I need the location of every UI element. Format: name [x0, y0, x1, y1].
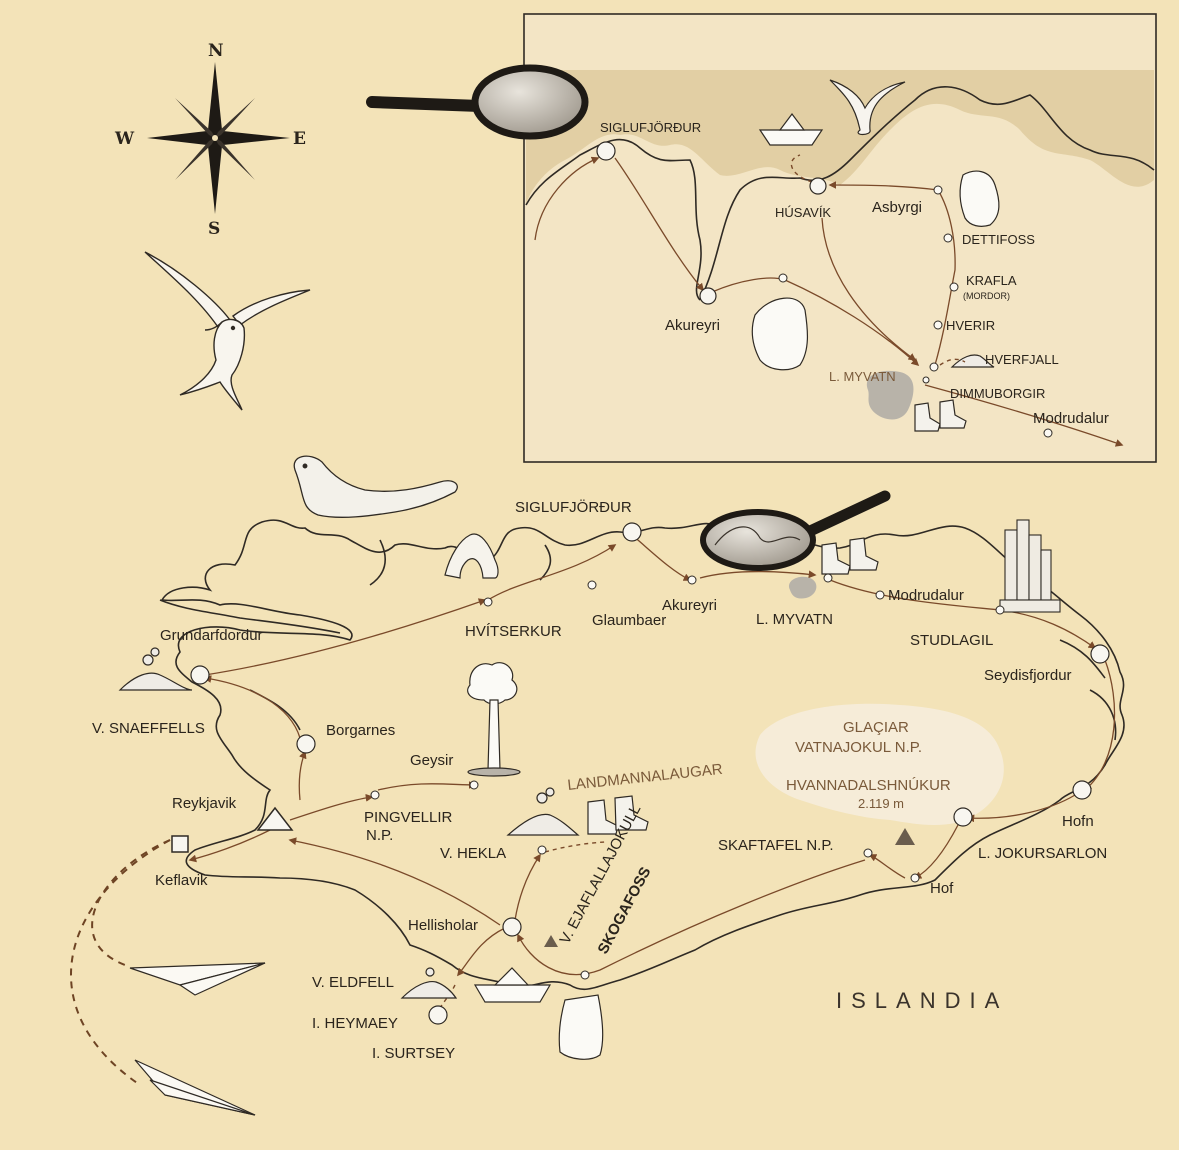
label-heymaey: I. HEYMAEY	[312, 1015, 398, 1032]
geyser-icon	[467, 662, 521, 777]
label-grundarfjordur: Grundarfdordur	[160, 627, 263, 644]
volcano-icon	[950, 354, 995, 368]
volcano-icon	[400, 967, 458, 999]
label-keflavik: Keflavik	[155, 872, 208, 889]
hiking-boots-icon	[587, 795, 649, 835]
magnifying-glass-icon	[366, 64, 589, 140]
inset-label-dettifoss: DETTIFOSS	[962, 232, 1035, 247]
volcano-icon	[506, 787, 580, 836]
basalt-column-icon	[999, 519, 1061, 613]
label-vatnajokull: VATNAJOKUL N.P.	[795, 739, 922, 756]
magnifying-glass-icon	[700, 490, 891, 571]
label-myvatn: L. MYVATN	[756, 611, 833, 628]
inset-map: SIGLUFJÖRÐUR HÚSAVÍK Asbyrgi DETTIFOSS K…	[523, 13, 1157, 463]
summit-icon	[895, 828, 915, 845]
label-glaumbaer: Glaumbaer	[592, 612, 666, 629]
waterfall-icon	[751, 297, 808, 371]
whale-tail-icon	[829, 79, 906, 136]
label-pingvellir: PINGVELLIR	[364, 809, 453, 826]
summit-icon	[544, 935, 558, 947]
inset-label-husavik: HÚSAVÍK	[775, 205, 831, 220]
inset-label-dimmuborgir: DIMMUBORGIR	[950, 386, 1045, 401]
inset-label-akureyri: Akureyri	[665, 317, 720, 334]
label-snaefells: V. SNAEFFELLS	[92, 720, 205, 737]
label-studlagil: STUDLAGIL	[910, 632, 993, 649]
route-lines	[188, 534, 1116, 1009]
label-skaftafell: SKAFTAFEL N.P.	[718, 837, 834, 854]
inset-label-hverir: HVERIR	[946, 318, 995, 333]
label-eldfell: V. ELDFELL	[312, 974, 394, 991]
volcano-icon	[118, 647, 193, 691]
arctic-tern-icon	[144, 251, 311, 411]
label-glaciar: GLAÇIAR	[843, 719, 909, 736]
compass-south: S	[208, 219, 220, 239]
label-seydisfjordur: Seydisfjordur	[984, 667, 1072, 684]
hiking-boots-icon	[821, 537, 879, 575]
label-hellisholar: Hellisholar	[408, 917, 478, 934]
inset-label-siglufjordur: SIGLUFJÖRÐUR	[600, 120, 701, 135]
city-markers	[171, 522, 1110, 1025]
label-reykjavik: Reykjavik	[172, 795, 237, 812]
vatnajokull-glacier	[755, 703, 1004, 825]
lake-myvatn-inset	[866, 370, 914, 420]
inset-label-hverfjall: HVERFJALL	[985, 352, 1059, 367]
label-surtsey: I. SURTSEY	[372, 1045, 455, 1062]
label-modrudalur: Modrudalur	[888, 587, 964, 604]
inset-label-asbyrgi: Asbyrgi	[872, 199, 922, 216]
compass-north: N	[208, 41, 224, 61]
flight-path	[70, 839, 171, 1086]
waterfall-icon	[558, 994, 604, 1060]
waterfall-icon	[959, 170, 1000, 227]
label-geysir: Geysir	[410, 752, 453, 769]
inset-label-mordor: (MORDOR)	[963, 291, 1010, 301]
label-hekla: V. HEKLA	[440, 845, 506, 862]
seal-icon	[293, 455, 458, 518]
compass-west: W	[114, 129, 135, 149]
label-hvitserkur: HVÍTSERKUR	[465, 623, 562, 640]
label-pingvellir-np: N.P.	[366, 827, 393, 844]
paper-plane-icon	[129, 962, 266, 996]
inset-label-myvatn: L. MYVATN	[829, 369, 896, 384]
paper-plane-icon	[134, 1059, 256, 1116]
country-name: ISLANDIA	[836, 988, 1008, 1013]
paper-boat-icon	[758, 113, 824, 146]
label-hof: Hof	[930, 880, 954, 897]
label-borgarnes: Borgarnes	[326, 722, 395, 739]
rock-arch-icon	[444, 533, 499, 579]
label-landmannalaugar: LANDMANNALAUGAR	[567, 761, 724, 794]
inset-label-modrudalur: Modrudalur	[1033, 410, 1109, 427]
hiking-boots-icon	[914, 399, 967, 432]
label-jokulsarlon: L. JOKURSARLON	[978, 845, 1107, 862]
label-akureyri: Akureyri	[662, 597, 717, 614]
compass-east: E	[293, 129, 306, 149]
label-elevation: 2.119 m	[858, 796, 904, 811]
compass-rose-icon	[147, 62, 290, 214]
flight-path	[91, 839, 171, 966]
label-hofn: Hofn	[1062, 813, 1094, 830]
inset-label-krafla: KRAFLA	[966, 273, 1017, 288]
paper-boat-icon	[473, 967, 552, 1003]
label-hvannadalshnukur: HVANNADALSHNÚKUR	[786, 777, 951, 794]
lake-myvatn	[789, 576, 817, 599]
label-siglufjordur: SIGLUFJÖRÐUR	[515, 498, 632, 516]
